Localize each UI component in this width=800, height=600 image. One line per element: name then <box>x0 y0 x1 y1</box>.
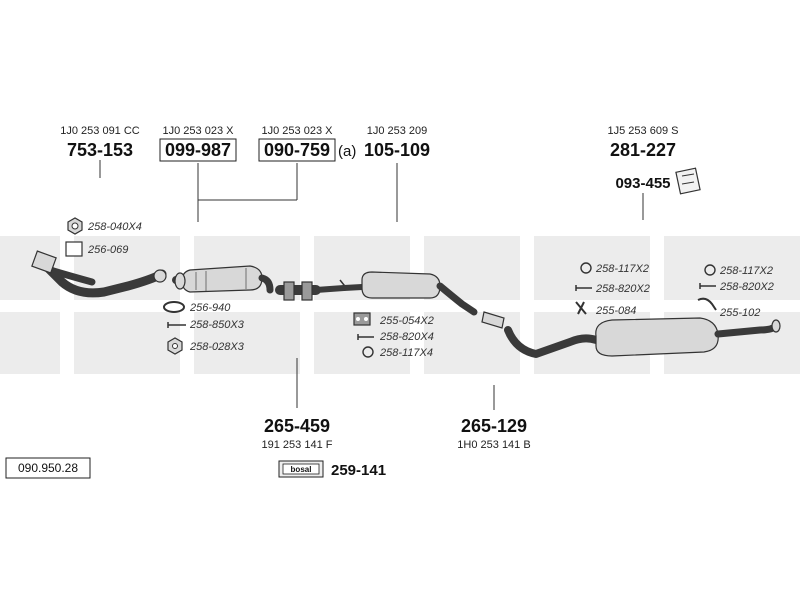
part-number: 090-759 <box>264 140 330 160</box>
oem-number: 1H0 253 141 B <box>457 439 530 451</box>
centre-silencer[interactable] <box>341 271 478 316</box>
bolt-icon <box>699 283 716 289</box>
rear-silencer[interactable] <box>481 311 781 358</box>
assembly-labels: 1J0 253 091 CC 753-153 1J0 253 023 X 099… <box>60 125 701 451</box>
part-label: 255-102 <box>719 307 760 319</box>
oem-number: 1J0 253 023 X <box>262 125 334 137</box>
diagram-code: 090.950.28 <box>18 461 78 475</box>
diagram-code-box: 090.950.28 <box>5 457 91 479</box>
bosal-logo-text: bosal <box>291 465 312 474</box>
part-label: 258-850X3 <box>189 319 245 331</box>
clamp-icon <box>575 301 587 315</box>
part-label: 256-069 <box>87 244 128 256</box>
assembly-a2[interactable]: 1J0 253 023 X 099-987 <box>159 125 237 162</box>
part-label: 258-040X4 <box>87 221 142 233</box>
part-number: 265-129 <box>461 416 527 436</box>
assembly-a4[interactable]: 1J0 253 209 105-109 <box>364 125 430 160</box>
small-part-s8[interactable]: 258-117X4 <box>362 346 433 359</box>
small-part-s7[interactable]: 258-820X4 <box>357 331 434 343</box>
catalytic-converter[interactable] <box>172 265 274 294</box>
variant-suffix: (a) <box>338 143 356 160</box>
part-label: 258-028X3 <box>189 341 245 353</box>
part-number: 281-227 <box>610 140 676 160</box>
assembly-a7[interactable]: 265-459 191 253 141 F <box>262 416 333 451</box>
front-pipe[interactable] <box>31 250 167 298</box>
part-number: 093-455 <box>615 175 670 192</box>
exhaust-drawing <box>31 250 781 358</box>
part-label: 256-940 <box>189 302 231 314</box>
oem-number: 1J0 253 091 CC <box>60 125 140 137</box>
bolt-icon <box>575 285 592 291</box>
small-part-s3[interactable]: 256-940 <box>163 301 231 314</box>
part-number: 753-153 <box>67 140 133 160</box>
part-label: 255-084 <box>595 305 636 317</box>
part-number: 099-987 <box>165 140 231 160</box>
small-part-s9[interactable]: 258-117X2 <box>580 262 649 275</box>
part-label: 258-117X2 <box>719 265 773 277</box>
washer-icon <box>362 346 374 358</box>
small-part-s2[interactable]: 256-069 <box>65 241 128 257</box>
small-part-s13[interactable]: 258-820X2 <box>699 281 774 293</box>
assembly-a8[interactable]: 265-129 1H0 253 141 B <box>457 416 530 451</box>
hanger-bracket-icon <box>675 167 701 195</box>
assembly-a1[interactable]: 1J0 253 091 CC 753-153 <box>60 125 140 160</box>
part-label: 258-820X2 <box>719 281 774 293</box>
ring-gasket-icon <box>163 301 185 313</box>
part-label: 258-820X2 <box>595 283 650 295</box>
bolt-icon <box>167 322 186 328</box>
mounting-kit[interactable]: bosal 259-141 <box>278 460 386 479</box>
part-label: 258-117X4 <box>379 347 433 359</box>
small-part-s5[interactable]: 258-028X3 <box>167 337 245 355</box>
oem-number: 1J0 253 023 X <box>163 125 235 137</box>
small-part-s12[interactable]: 258-117X2 <box>704 264 773 277</box>
oem-number: 1J5 253 609 S <box>608 125 679 137</box>
rubber-mount-icon <box>353 312 371 326</box>
small-part-s6[interactable]: 255-054X2 <box>353 312 434 327</box>
part-label: 258-117X2 <box>595 263 649 275</box>
leader-lines <box>99 160 644 410</box>
part-number-box <box>159 138 237 162</box>
small-part-s14[interactable]: 255-102 <box>697 297 760 319</box>
small-part-s11[interactable]: 255-084 <box>575 301 636 317</box>
small-parts: 258-040X4 256-069 256-940 258-850X3 258-… <box>65 217 774 359</box>
part-number: 105-109 <box>364 140 430 160</box>
bolt-icon <box>357 334 374 340</box>
mounting-kit-number: 259-141 <box>331 462 386 479</box>
part-number: 265-459 <box>264 416 330 436</box>
washer-icon <box>580 262 592 274</box>
washer-icon <box>704 264 716 276</box>
part-number-box <box>258 138 336 162</box>
part-label: 255-054X2 <box>379 315 434 327</box>
small-part-s4[interactable]: 258-850X3 <box>167 319 245 331</box>
assembly-a3[interactable]: 1J0 253 023 X 090-759 (a) <box>258 125 356 162</box>
oem-number: 191 253 141 F <box>262 439 333 451</box>
small-part-s1[interactable]: 258-040X4 <box>67 217 142 235</box>
gasket-square-icon <box>65 241 83 257</box>
oem-number: 1J0 253 209 <box>367 125 428 137</box>
small-part-s10[interactable]: 258-820X2 <box>575 283 650 295</box>
clamp-icon <box>697 297 717 311</box>
assembly-a6[interactable]: 093-455 <box>615 167 701 195</box>
part-label: 258-820X4 <box>379 331 434 343</box>
assembly-a5[interactable]: 1J5 253 609 S 281-227 <box>608 125 679 160</box>
